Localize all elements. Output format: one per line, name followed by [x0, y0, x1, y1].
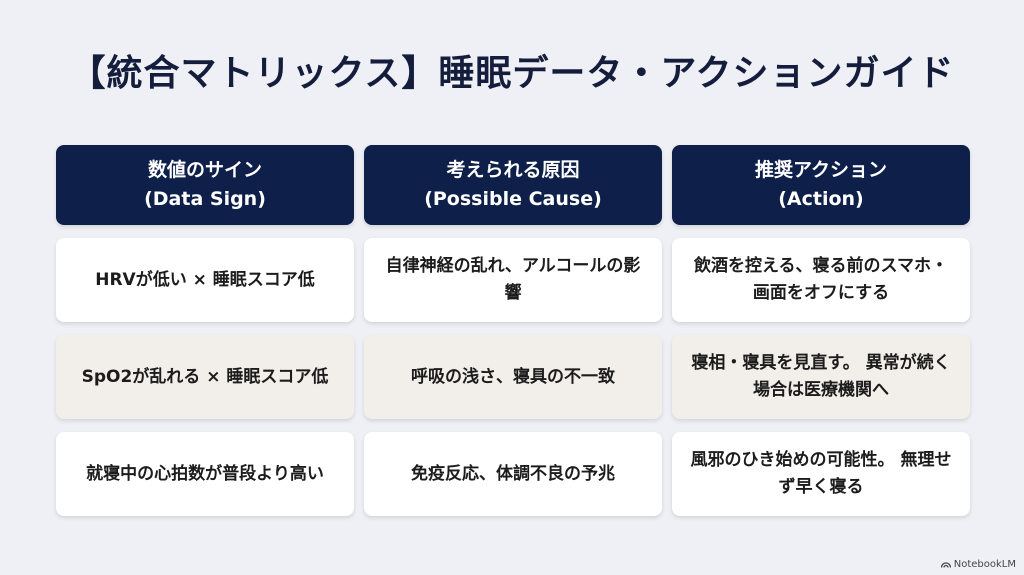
column-header-en: (Possible Cause) — [424, 188, 602, 210]
notebooklm-logo-icon — [940, 562, 951, 568]
action-matrix-table: 数値のサイン (Data Sign) 考えられる原因 (Possible Cau… — [56, 145, 970, 516]
page-title: 【統合マトリックス】睡眠データ・アクションガイド — [69, 53, 955, 94]
table-cell-sign: SpO2が乱れる × 睡眠スコア低 — [56, 335, 354, 419]
table-cell-cause: 自律神経の乱れ、アルコールの影響 — [364, 238, 662, 322]
column-header-action: 推奨アクション (Action) — [672, 145, 970, 225]
table-cell-action: 寝相・寝具を見直す。 異常が続く場合は医療機関へ — [672, 335, 970, 419]
column-header-ja: 数値のサイン — [147, 159, 262, 181]
column-header-en: (Data Sign) — [144, 188, 266, 210]
column-header-possible-cause: 考えられる原因 (Possible Cause) — [364, 145, 662, 225]
table-cell-sign: HRVが低い × 睡眠スコア低 — [56, 238, 354, 322]
table-cell-action: 飲酒を控える、寝る前のスマホ・画面をオフにする — [672, 238, 970, 322]
notebooklm-watermark: NotebookLM — [940, 559, 1016, 570]
column-header-en: (Action) — [778, 188, 864, 210]
table-cell-action: 風邪のひき始めの可能性。 無理せず早く寝る — [672, 432, 970, 516]
column-header-ja: 推奨アクション — [754, 159, 888, 181]
table-cell-cause: 免疫反応、体調不良の予兆 — [364, 432, 662, 516]
table-cell-cause: 呼吸の浅さ、寝具の不一致 — [364, 335, 662, 419]
column-header-data-sign: 数値のサイン (Data Sign) — [56, 145, 354, 225]
column-header-ja: 考えられる原因 — [446, 159, 580, 181]
table-cell-sign: 就寝中の心拍数が普段より高い — [56, 432, 354, 516]
watermark-label: NotebookLM — [953, 559, 1016, 570]
